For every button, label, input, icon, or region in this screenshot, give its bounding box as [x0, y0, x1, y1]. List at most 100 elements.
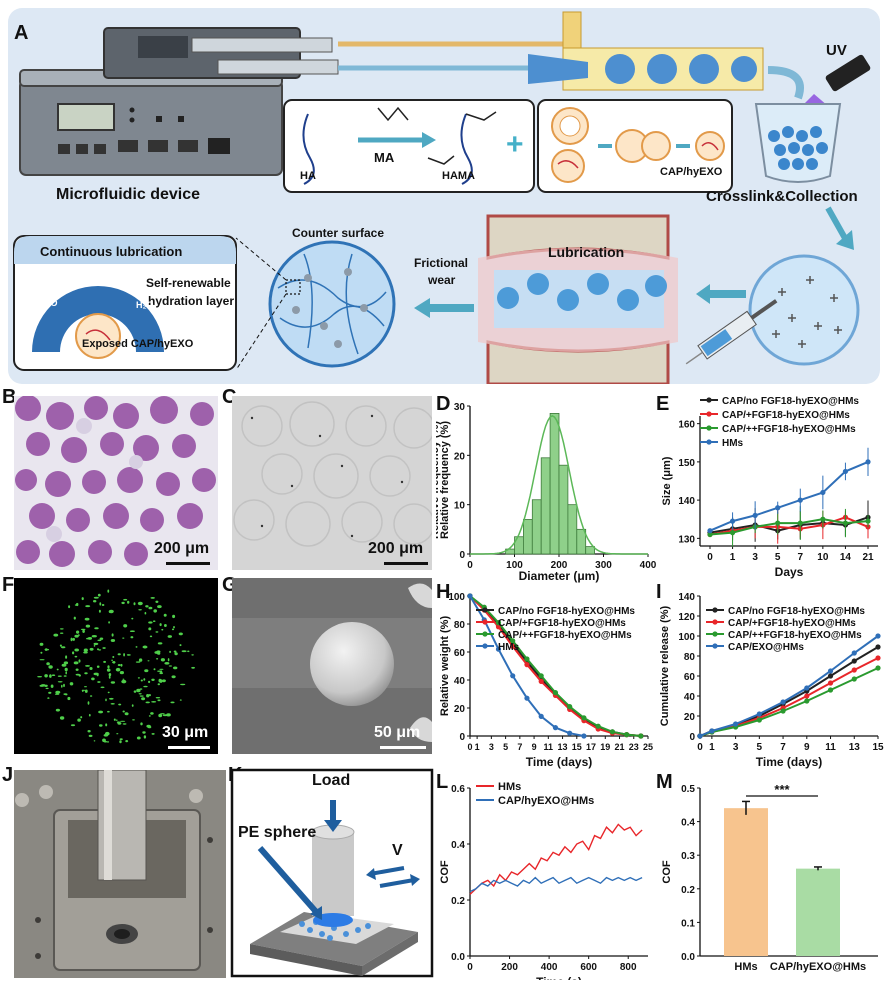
chart-i-ytick-label: 0 — [689, 732, 695, 743]
sem-image-g — [232, 578, 432, 754]
chart-l-legend-label: CAP/hyEXO@HMs — [498, 795, 594, 807]
panel-label-d: D — [436, 393, 450, 415]
chart-e-legend-label: CAP/no FGF18-hyEXO@HMs — [722, 396, 859, 407]
chart-i-point — [804, 698, 810, 704]
panel-label-m: M — [656, 771, 673, 793]
chart-h-xtick-label: 5 — [503, 742, 508, 752]
chart-e-xtick-label: 10 — [817, 552, 829, 563]
chart-e-xtick-label: 21 — [862, 552, 874, 563]
chart-i-series-line — [699, 657, 879, 737]
chart-i-point — [709, 728, 715, 734]
fluorescence-f — [14, 578, 218, 754]
chart-h-point — [510, 673, 516, 679]
photo-tribometer-j — [14, 770, 226, 978]
chart-h-point — [510, 643, 516, 649]
label-load: Load — [312, 772, 351, 789]
chart-h-xtick-label: 25 — [643, 742, 653, 752]
micrograph-b — [14, 396, 218, 570]
syringe-pump — [19, 27, 339, 176]
chart-h-point — [467, 593, 473, 599]
panel-label-f: F — [2, 574, 15, 596]
label-hydration-layer: hydration layer — [148, 294, 235, 308]
panel-label-a: A — [14, 22, 29, 44]
chart-h-point — [581, 733, 587, 739]
chart-h-point — [538, 713, 544, 719]
chart-i-xtick-label: 11 — [825, 742, 836, 753]
chart-e-xtick-label: 0 — [707, 552, 713, 563]
chart-h-xtick-label: 7 — [517, 742, 522, 752]
chart-h-xtick-label: 13 — [558, 742, 568, 752]
chart-i-point — [804, 685, 810, 691]
chart-i-point — [756, 711, 762, 717]
schematic-k — [230, 768, 434, 978]
chart-h-xtick-label: 3 — [489, 742, 494, 752]
chart-i-legend-label: CAP/no FGF18-hyEXO@HMs — [728, 606, 865, 617]
chart-d-bar — [523, 519, 533, 555]
chart-i-point — [875, 633, 881, 639]
chart-m-ytick-label: 0.3 — [681, 851, 695, 862]
chart-h-legend-label: HMs — [498, 642, 520, 653]
chart-h-legend-marker — [482, 643, 488, 649]
chart-h-legend-marker — [482, 631, 488, 637]
chart-h-legend-marker — [482, 619, 488, 625]
chart-d-xtick-label: 400 — [640, 560, 656, 571]
chart-h-point — [638, 733, 644, 739]
chart-i-point — [804, 693, 810, 699]
chart-d-ylabel: Relative frequency (%) — [439, 421, 451, 539]
chart-m-ytick-label: 0.2 — [681, 885, 695, 896]
chart-m-ylabel: COF — [661, 860, 673, 884]
chart-h-series-line — [469, 595, 641, 737]
chart-e-legend-marker — [706, 439, 712, 445]
chart-h-point — [524, 656, 530, 662]
chart-e-legend-label: CAP/+FGF18-hyEXO@HMs — [722, 410, 850, 421]
chart-i-legend-marker — [712, 619, 718, 625]
label-microfluidic-device: Microfluidic device — [56, 186, 201, 203]
chart-d-ytick-label: 0 — [459, 550, 465, 561]
chart-i-ytick-label: 80 — [684, 652, 696, 663]
chart-l-series-line — [469, 823, 643, 895]
chart-h-legend-label: CAP/no FGF18-hyEXO@HMs — [498, 606, 635, 617]
chart-m-xtick-label: CAP/hyEXO@HMs — [770, 961, 866, 973]
scale-line-g — [380, 746, 426, 749]
chart-h-point — [510, 638, 516, 644]
chart-h-legend-label: CAP/++FGF18-hyEXO@HMs — [498, 630, 632, 641]
chart-e-xtick-label: 14 — [840, 552, 852, 563]
chart-e-xtick-label: 5 — [775, 552, 781, 563]
chart-d-xtick-label: 300 — [595, 560, 612, 571]
label-hama: HAMA — [442, 170, 475, 182]
chart-i-xtick-label: 13 — [849, 742, 861, 753]
chart-d-ylabel: Relative frequency (%) — [436, 421, 441, 539]
chart-i-point — [827, 687, 834, 693]
chart-i-legend-marker — [712, 643, 718, 649]
chart-h-point — [495, 620, 502, 626]
chart-h-point — [538, 678, 544, 684]
label-pe-sphere: PE sphere — [238, 824, 317, 841]
chart-h-ylabel: Relative weight (%) — [439, 616, 451, 717]
chart-l-xlabel: Time (s) — [536, 975, 582, 980]
chart-m-ytick-label: 0.0 — [681, 952, 695, 963]
chart-d-ytick-label: 30 — [454, 402, 466, 413]
chart-l-series-line — [469, 876, 643, 893]
chart-h-xtick-label: 23 — [629, 742, 639, 752]
chart-h-series-line — [469, 595, 641, 737]
chart-h-point — [552, 690, 559, 696]
chart-i-point — [875, 644, 881, 650]
label-lubrication: Lubrication — [548, 244, 625, 260]
chart-d-bar — [585, 546, 595, 555]
chart-e-series-line — [709, 516, 869, 536]
chart-l-legend-label: HMs — [498, 781, 521, 793]
chart-i-point — [851, 676, 857, 682]
chart-i-point — [756, 717, 762, 723]
chart-i-point — [827, 673, 834, 679]
chart-i-legend-marker — [712, 607, 718, 613]
label-exposed-cap-hyexo: Exposed CAP/hyEXO — [82, 338, 194, 350]
chart-i-ytick-label: 120 — [678, 612, 695, 623]
chart-e-legend-label: HMs — [722, 438, 744, 449]
chart-e-xtick-label: 1 — [730, 552, 736, 563]
chart-e-xlabel: Days — [775, 565, 804, 579]
scale-bar-g: 50 μm — [374, 724, 421, 741]
chart-e-xtick-label: 3 — [752, 552, 758, 563]
